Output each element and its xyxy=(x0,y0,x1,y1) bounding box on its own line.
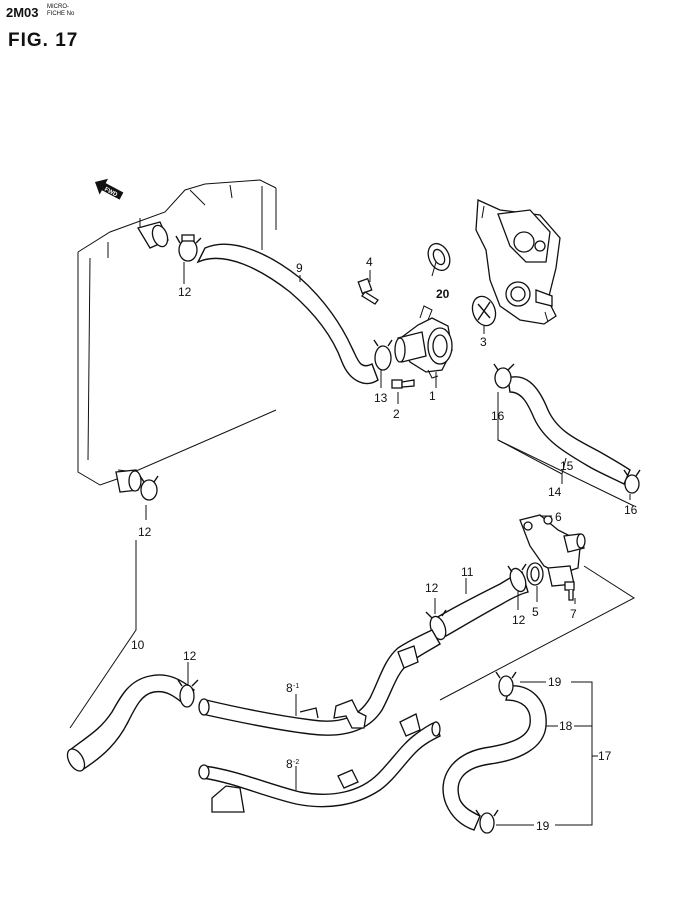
thermostat-cap[interactable] xyxy=(394,305,453,379)
callout-12-lower: 12 xyxy=(183,649,197,663)
hose-clamp-13[interactable] xyxy=(373,339,393,371)
hose-clamp-19-top[interactable] xyxy=(495,671,517,697)
callout-15: 15 xyxy=(560,459,574,473)
bolt-2[interactable] xyxy=(391,379,415,389)
microfiche-label-line2: FICHE No xyxy=(47,11,75,17)
hose-clamp-12-upper[interactable] xyxy=(175,234,202,262)
callout-9: 9 xyxy=(296,261,303,275)
hose-clamp-16-top[interactable] xyxy=(493,363,515,389)
hose-clamp-12-lower-left[interactable] xyxy=(177,679,199,708)
bolt-7[interactable] xyxy=(564,581,575,601)
callout-1: 1 xyxy=(429,389,436,403)
callout-12-mid-right: 12 xyxy=(512,613,526,627)
callout-10: 10 xyxy=(131,638,145,652)
hose-10-end xyxy=(66,748,86,772)
callout-8-2-suffix: -2 xyxy=(293,759,299,766)
callout-7: 7 xyxy=(570,607,577,621)
thermostat-3[interactable] xyxy=(469,293,500,329)
water-pump-housing xyxy=(475,199,561,325)
callout-13: 13 xyxy=(374,391,388,405)
water-pipe-8-2[interactable] xyxy=(198,713,441,813)
hose-11[interactable] xyxy=(435,571,529,637)
callout-14: 14 xyxy=(548,485,562,499)
callout-16-right: 16 xyxy=(624,503,638,517)
callout-19-bottom: 19 xyxy=(536,819,550,833)
hose-clamp-12-radiator[interactable] xyxy=(139,475,159,501)
callout-19-top: 19 xyxy=(548,675,562,689)
hose-clamp-19-bottom[interactable] xyxy=(475,809,499,834)
upper-radiator-hose[interactable] xyxy=(196,243,379,385)
hose-clamp-12-mid-right[interactable] xyxy=(507,563,528,594)
temperature-sensor[interactable] xyxy=(357,277,379,305)
bypass-hose-18[interactable] xyxy=(442,685,547,831)
callout-8-1-suffix: -1 xyxy=(293,683,299,690)
microfiche-label: MICRO- FICHE No xyxy=(47,4,74,18)
callout-18: 18 xyxy=(559,719,573,733)
callout-3: 3 xyxy=(480,335,487,349)
callout-12-upper: 12 xyxy=(178,285,192,299)
lower-radiator-hose-10[interactable] xyxy=(69,674,195,771)
figure-title: FIG. 17 xyxy=(8,30,79,51)
callout-6: 6 xyxy=(555,510,562,524)
callout-8-1-base: 8 xyxy=(286,681,293,695)
radiator-upper-neck xyxy=(137,221,169,249)
callout-2: 2 xyxy=(393,407,400,421)
callout-11: 11 xyxy=(461,565,474,579)
leader-lines xyxy=(69,261,635,826)
water-inlet-pipe[interactable] xyxy=(519,514,586,587)
callout-12-radiator: 12 xyxy=(138,525,152,539)
callout-16-left: 16 xyxy=(491,409,505,423)
water-pipe-8-1[interactable] xyxy=(198,629,441,736)
callout-12-mid-left: 12 xyxy=(425,581,439,595)
gasket-20[interactable] xyxy=(424,240,454,274)
gasket-5[interactable] xyxy=(526,562,544,586)
callout-4: 4 xyxy=(366,255,373,269)
callout-17: 17 xyxy=(598,749,612,763)
callout-8-2-base: 8 xyxy=(286,757,293,771)
radiator-lower-neck xyxy=(115,469,142,493)
microfiche-code: 2M03 xyxy=(6,5,39,20)
callout-20: 20 xyxy=(436,287,450,301)
callout-labels: 1 2 3 4 5 6 7 8 -1 8 -2 9 10 11 12 12 12… xyxy=(131,255,638,833)
forward-arrow-icon: FWD xyxy=(95,178,124,200)
microfiche-label-line1: MICRO- xyxy=(47,4,69,10)
radiator-outline xyxy=(77,179,277,486)
hose-clamp-16-bottom[interactable] xyxy=(623,469,641,494)
callout-5: 5 xyxy=(532,605,539,619)
